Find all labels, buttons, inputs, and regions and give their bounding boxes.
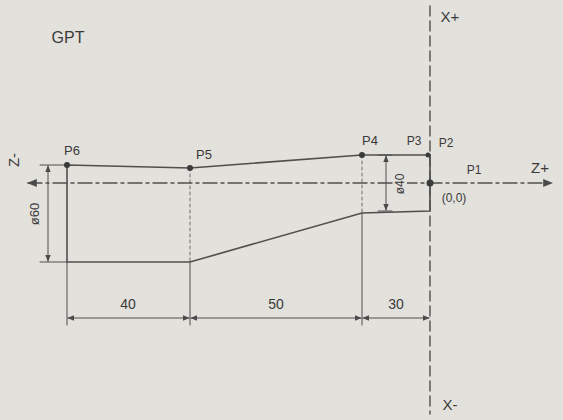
point-name: P2 (437, 136, 456, 150)
extension-line (378, 155, 392, 156)
step-line (190, 168, 191, 262)
origin-dot (427, 180, 434, 187)
extension-line (190, 262, 191, 325)
point-dot (64, 162, 70, 168)
z-axis (28, 182, 552, 183)
point-name: P5 (194, 147, 214, 162)
dimension-line (48, 166, 49, 261)
axis-name: Z- (5, 151, 22, 169)
point-dot (359, 152, 365, 158)
dimension-text: 40 (118, 296, 138, 312)
point-name: P3 (405, 134, 424, 148)
dimension-text: ø60 (27, 201, 42, 227)
dimension-text: 50 (266, 296, 286, 312)
extension-line (378, 211, 392, 212)
origin-label: (0,0) (440, 191, 469, 205)
axis-name: Z+ (529, 159, 551, 176)
dimension-line (363, 318, 429, 319)
extension-line (40, 262, 67, 263)
axis-name: X- (441, 396, 460, 413)
dimension-text: 30 (386, 296, 406, 312)
point-name: P6 (62, 143, 82, 158)
extension-line (67, 262, 68, 325)
dimension-line (68, 318, 189, 319)
point-dot (426, 153, 431, 158)
extension-line (40, 165, 67, 166)
dimension-text: ø40 (393, 172, 407, 197)
point-dot (187, 165, 193, 171)
point-name: P4 (360, 133, 380, 148)
part-outline (67, 155, 430, 262)
drawing-code: GPT (50, 29, 87, 47)
dimension-line (191, 318, 361, 319)
axis-name: X+ (439, 8, 462, 25)
point-name: P1 (465, 163, 484, 177)
step-line (362, 155, 363, 213)
extension-line (362, 213, 363, 325)
dimension-line (386, 156, 387, 210)
